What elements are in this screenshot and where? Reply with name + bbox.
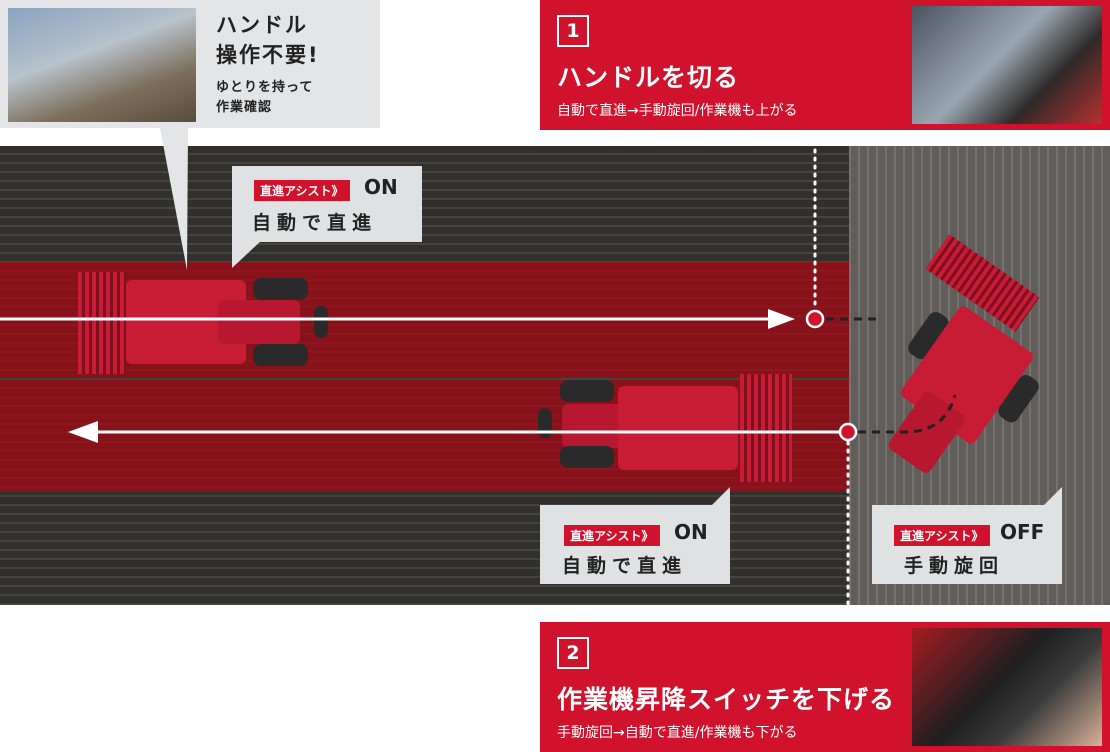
step2-panel: 2 作業機昇降スイッチを下げる 手動旋回→自動で直進/作業機も下がる <box>540 622 1110 752</box>
step1-number: 1 <box>557 15 589 47</box>
assist-tag: 直進アシスト》 <box>894 525 990 546</box>
step2-number: 2 <box>557 637 589 669</box>
callout-headline-line2: 操作不要! <box>216 43 320 67</box>
operator-photo <box>8 8 196 122</box>
assist-description: 手動旋回 <box>904 555 1005 577</box>
assist-state: ON <box>674 520 708 544</box>
step1-description: 自動で直進→手動旋回/作業機も上がる <box>557 103 798 119</box>
assist-tag: 直進アシスト》 <box>254 180 350 201</box>
step2-title: 作業機昇降スイッチを下げる <box>557 685 896 714</box>
callout-sub-line1: ゆとりを持って <box>216 80 314 95</box>
callout-subtext: ゆとりを持って 作業確認 <box>216 78 313 118</box>
label-turn-assist-off: 直進アシスト》 OFF 手動旋回 <box>872 505 1062 584</box>
assist-description: 自動で直進 <box>562 555 688 577</box>
switch-photo <box>912 628 1102 746</box>
tractor-upper <box>78 266 328 378</box>
operator-callout: ハンドル 操作不要! ゆとりを持って 作業確認 <box>0 0 380 128</box>
callout-headline: ハンドル 操作不要! <box>216 10 320 70</box>
label-upper-assist-on: 直進アシスト》 ON 自動で直進 <box>232 166 422 242</box>
callout-sub-line2: 作業確認 <box>216 100 273 115</box>
step2-description: 手動旋回→自動で直進/作業機も下がる <box>557 725 798 741</box>
step1-panel: 1 ハンドルを切る 自動で直進→手動旋回/作業機も上がる <box>540 0 1110 130</box>
label-lower-assist-on: 直進アシスト》 ON 自動で直進 <box>540 505 730 584</box>
assist-description: 自動で直進 <box>252 212 378 234</box>
tractor-lower <box>538 372 793 484</box>
steering-photo <box>912 6 1102 124</box>
assist-state: ON <box>364 175 398 199</box>
assist-state: OFF <box>1000 520 1045 544</box>
callout-headline-line1: ハンドル <box>216 13 308 37</box>
assist-tag: 直進アシスト》 <box>564 525 660 546</box>
step1-title: ハンドルを切る <box>557 63 740 92</box>
